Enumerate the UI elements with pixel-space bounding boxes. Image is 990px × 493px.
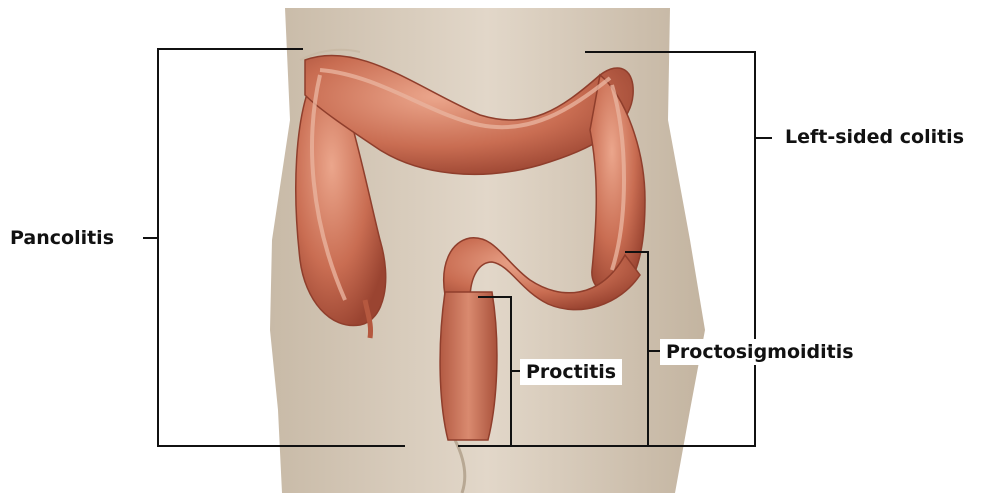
proctitis-label: Proctitis xyxy=(520,359,622,385)
pancolitis-label: Pancolitis xyxy=(10,226,114,250)
proctosigmoiditis-label: Proctosigmoiditis xyxy=(660,339,860,365)
left-sided-colitis-label: Left-sided colitis xyxy=(785,125,964,149)
